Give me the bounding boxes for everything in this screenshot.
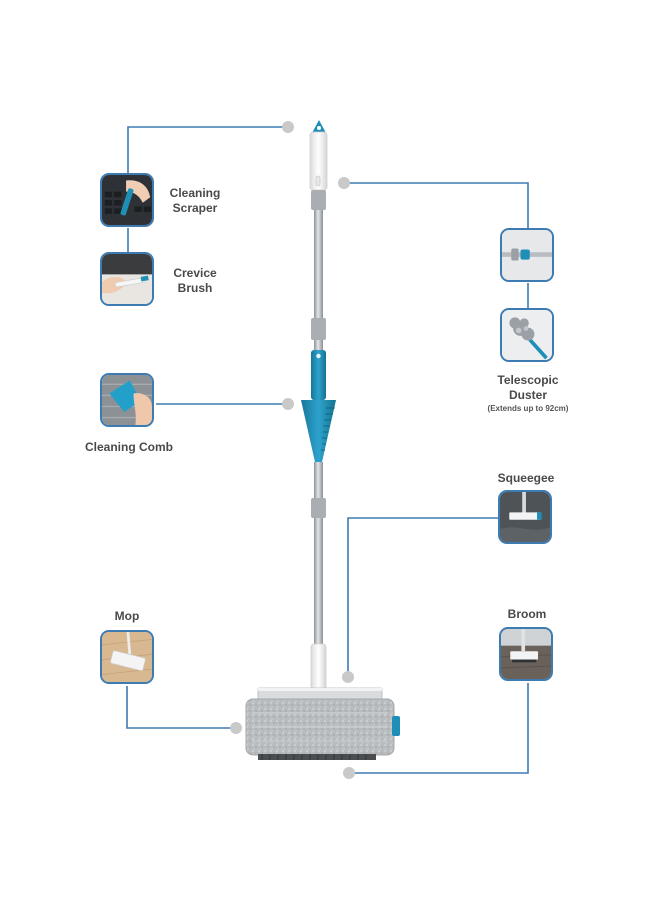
dot-squeegee <box>342 671 354 683</box>
broom-photo-icon <box>501 629 551 679</box>
cleaning-comb <box>301 400 336 462</box>
connector-squeegee <box>347 517 499 676</box>
label-crevice-brush: Crevice Brush <box>173 266 217 295</box>
pole-lower-section <box>314 518 323 648</box>
cleaning-comb-photo-icon <box>102 375 152 425</box>
label-squeegee: Squeegee <box>497 471 555 485</box>
pole-collar <box>311 190 326 210</box>
crevice-brush-photo-icon <box>102 254 152 304</box>
cleaning-comb-photo <box>100 373 154 427</box>
label-broom: Broom <box>507 607 547 621</box>
label-cleaning-scraper: Cleaning Scraper <box>169 186 221 215</box>
squeegee-photo-icon <box>500 492 550 542</box>
mop-photo <box>100 630 154 684</box>
label-cleaning-comb: Cleaning Comb <box>84 440 173 454</box>
connector-scraper <box>127 126 288 175</box>
scraper-photo <box>100 173 154 227</box>
dot-scraper <box>282 121 294 133</box>
duster-head-photo <box>500 308 554 362</box>
pole-upper-section <box>314 210 323 320</box>
broom-bristles <box>258 754 376 760</box>
dot-broom <box>343 767 355 779</box>
mop-clip <box>392 716 400 736</box>
crevice-brush-photo <box>100 252 154 306</box>
dot-comb <box>282 398 294 410</box>
label-telescopic-duster: Telescopic Duster (Extends up to 92cm) <box>487 373 569 413</box>
label-mop: Mop <box>114 609 140 623</box>
squeegee-photo <box>498 490 552 544</box>
scraper-photo-icon <box>102 175 152 225</box>
broom-photo <box>499 627 553 681</box>
duster-head-photo-icon <box>502 310 552 360</box>
duster-attachment-photo-icon <box>502 230 552 280</box>
dot-duster <box>338 177 350 189</box>
connector-duster <box>344 182 529 230</box>
mop-photo-icon <box>102 632 152 682</box>
pole-teal-connector <box>311 350 326 400</box>
duster-attachment-photo <box>500 228 554 282</box>
pole-middle-section <box>314 462 323 500</box>
dot-mop <box>230 722 242 734</box>
connector-broom <box>350 683 529 774</box>
connector-mop <box>126 686 236 729</box>
